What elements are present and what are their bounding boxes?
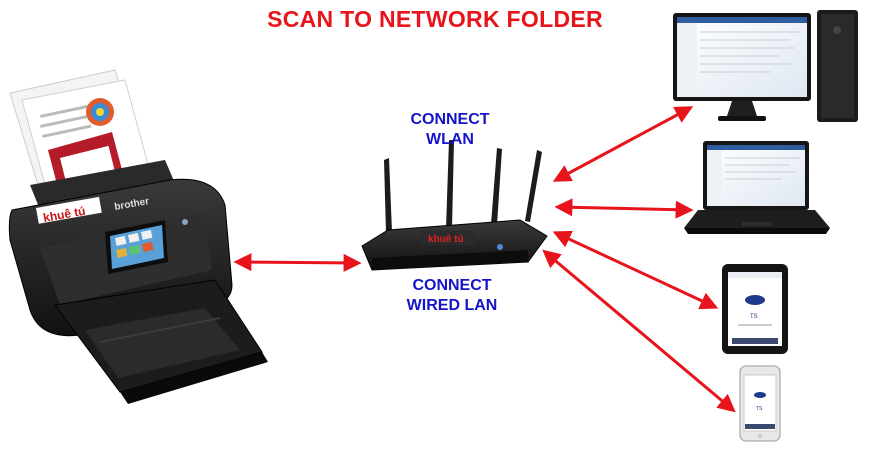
arrow-router-phone (542, 249, 736, 413)
wlan-label-line1: CONNECT (410, 111, 490, 128)
router-logo-text: khuê tú (428, 234, 464, 245)
wired-lan-label: CONNECT WIRED LAN (392, 276, 512, 316)
wlan-label-line2: WLAN (426, 131, 474, 148)
page-title: SCAN TO NETWORK FOLDER (267, 6, 603, 32)
wlan-label: CONNECT WLAN (400, 110, 500, 150)
arrow-router-tablet (552, 230, 719, 310)
wired-lan-label-line2: WIRED LAN (406, 297, 498, 314)
wired-lan-label-line1: CONNECT (412, 277, 492, 294)
smartphone-icon: TS (739, 365, 781, 442)
laptop-icon (684, 141, 830, 234)
arrow-router-laptop (554, 198, 694, 219)
connection-arrows (233, 106, 736, 413)
document-scanner-icon: khuê tú brother (8, 69, 268, 404)
desktop-computer-icon (673, 10, 858, 122)
svg-text:TS: TS (756, 406, 763, 412)
tablet-icon: TS (722, 264, 788, 354)
arrow-router-desktop (552, 106, 694, 182)
arrow-scanner-router (233, 253, 362, 272)
wireless-router-icon: khuê tú (361, 140, 548, 271)
svg-text:TS: TS (750, 314, 758, 320)
